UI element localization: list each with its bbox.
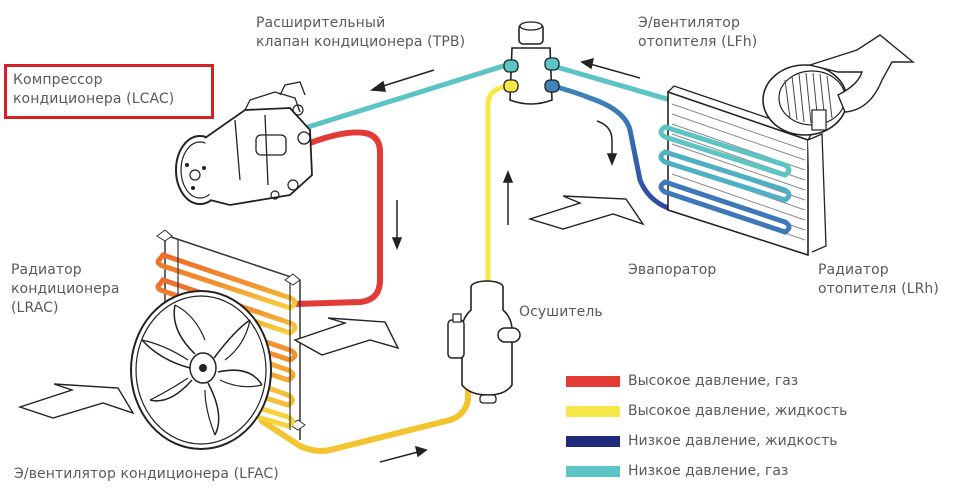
- legend-label: Низкое давление, жидкость: [628, 433, 838, 449]
- legend-item-high-pressure-liquid: Высокое давление, жидкость: [566, 396, 847, 426]
- label-evaporator: Эвапоратор: [628, 262, 717, 278]
- pipe-high-gas: [292, 129, 383, 307]
- pipe-high-liquid: [259, 385, 471, 454]
- pipe-high-liquid-up: [485, 81, 516, 285]
- flow-arrow-down-condenser: [391, 200, 403, 251]
- legend-item-low-pressure-gas: Низкое давление, газ: [566, 456, 847, 486]
- label-heater-fan: Э/вентилятор отопителя (LFh): [638, 15, 758, 50]
- legend-label: Высокое давление, жидкость: [628, 403, 848, 419]
- pipe-low-gas-to-compressor: [305, 60, 516, 130]
- flow-arrow-from-evaporator: [580, 57, 641, 79]
- legend: Высокое давление, газ Высокое давление, …: [566, 366, 847, 486]
- flow-arrow-to-compressor: [369, 69, 435, 92]
- heater-fan: [762, 64, 848, 136]
- legend-swatch: [566, 465, 620, 477]
- legend-label: Низкое давление, газ: [628, 463, 789, 479]
- compressor: [175, 81, 313, 206]
- condenser-fan: [130, 290, 272, 450]
- dryer: [447, 280, 521, 404]
- flow-arrow-up-dryer: [502, 169, 514, 225]
- airflow-arrow-condenser-out: [293, 317, 400, 356]
- label-heater-core: Радиатор отопителя (LRh): [818, 262, 939, 297]
- legend-label: Высокое давление, газ: [628, 373, 799, 389]
- label-condenser: Радиатор кондиционера (LRAC): [11, 262, 120, 316]
- airflow-arrow-condenser-in: [17, 383, 135, 419]
- legend-item-low-pressure-liquid: Низкое давление, жидкость: [566, 426, 847, 456]
- flow-arrow-bottom: [379, 445, 428, 463]
- condenser: [155, 229, 306, 440]
- label-condenser-fan: Э/вентилятор кондиционера (LFAC): [14, 466, 279, 482]
- airflow-arrow-evaporator-in: [527, 195, 645, 230]
- pipe-low-liquid-to-evaporator: [550, 83, 773, 243]
- legend-swatch: [566, 435, 620, 447]
- flow-arrow-down-evaporator: [596, 120, 618, 167]
- legend-item-high-pressure-gas: Высокое давление, газ: [566, 366, 847, 396]
- legend-swatch: [566, 375, 620, 387]
- label-dryer: Осушитель: [519, 304, 603, 320]
- evaporator: [658, 85, 827, 257]
- airflow-arrow-heater-out: [807, 34, 915, 113]
- label-compressor: Компрессор кондиционера (LCAC): [13, 72, 175, 107]
- compressor-label-highlight: [4, 64, 214, 119]
- expansion-valve: [503, 21, 560, 105]
- label-expansion-valve: Расширительный клапан кондиционера (TPB): [256, 15, 466, 50]
- legend-swatch: [566, 405, 620, 417]
